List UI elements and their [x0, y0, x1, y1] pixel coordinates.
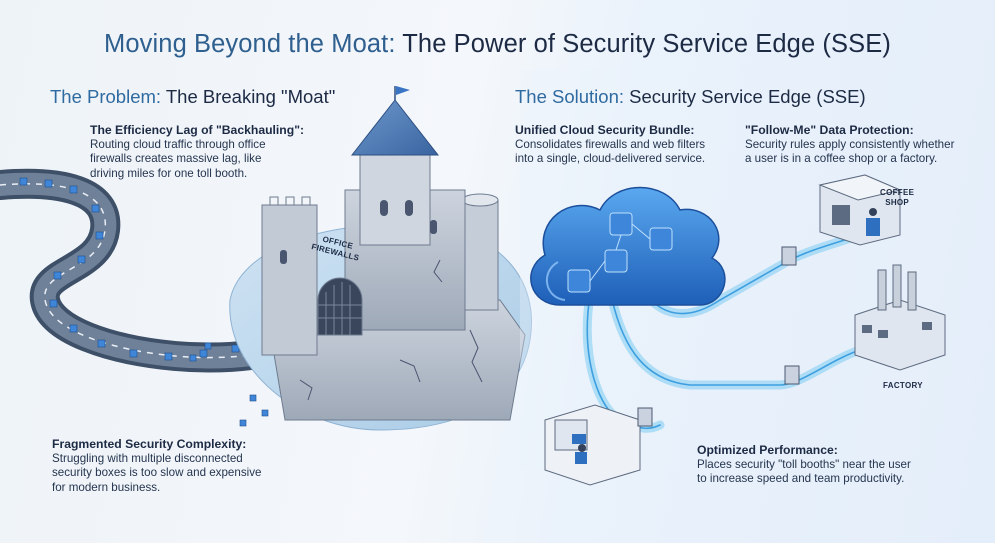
sse-cloud [530, 186, 726, 306]
optimized-line-2: to increase speed and team productivity. [697, 472, 905, 486]
follow-me-title: "Follow-Me" Data Protection: [745, 123, 914, 137]
coffee-shop-label-line-2: SHOP [885, 198, 910, 207]
problem-heading: The Problem: The Breaking "Moat" [50, 86, 336, 107]
follow-me-card: "Follow-Me" Data Protection: Security ru… [745, 123, 985, 167]
unified-line-1: Consolidates firewalls and web filters [515, 138, 706, 151]
backhauling-line-2: firewalls creates massive lag, like [90, 152, 262, 166]
toll-booths [637, 246, 800, 427]
remote-user-office [544, 404, 641, 486]
page-title: Moving Beyond the Moat: The Power of Sec… [104, 30, 891, 58]
optimized-title: Optimized Performance: [697, 443, 838, 457]
backhauling-card: The Efficiency Lag of "Backhauling": Rou… [90, 123, 340, 181]
unified-card: Unified Cloud Security Bundle: Consolida… [515, 123, 735, 167]
solution-heading: The Solution: Security Service Edge (SSE… [515, 86, 866, 107]
fragmented-title: Fragmented Security Complexity: [52, 437, 247, 451]
fragmented-line-1: Struggling with multiple disconnected [52, 452, 243, 465]
backhauling-title: The Efficiency Lag of "Backhauling": [90, 123, 305, 137]
factory-building [854, 264, 946, 371]
backhauling-line-3: driving miles for one toll booth. [90, 166, 248, 180]
backhauling-line-1: Routing cloud traffic through office [90, 138, 266, 151]
factory-label: FACTORY [883, 381, 923, 390]
optimized-line-1: Places security "toll booths" near the u… [697, 458, 911, 471]
follow-me-line-1: Security rules apply consistently whethe… [745, 138, 955, 151]
follow-me-line-2: a user is in a coffee shop or a factory. [745, 152, 938, 166]
coffee-shop-building [818, 174, 902, 246]
optimized-card: Optimized Performance: Places security "… [697, 443, 957, 487]
cloud-streams [582, 230, 865, 433]
castle-office-firewalls [261, 86, 526, 421]
fragmented-line-2: security boxes is too slow and expensive [52, 466, 262, 480]
fragmented-card: Fragmented Security Complexity: Struggli… [52, 437, 322, 495]
coffee-shop-label: COFFEE SHOP [880, 188, 914, 208]
coffee-shop-label-line-1: COFFEE [880, 188, 915, 197]
backhaul-road [0, 168, 350, 427]
unified-line-2: into a single, cloud-delivered service. [515, 152, 706, 166]
unified-title: Unified Cloud Security Bundle: [515, 123, 695, 137]
fragmented-line-3: for modern business. [52, 480, 161, 494]
